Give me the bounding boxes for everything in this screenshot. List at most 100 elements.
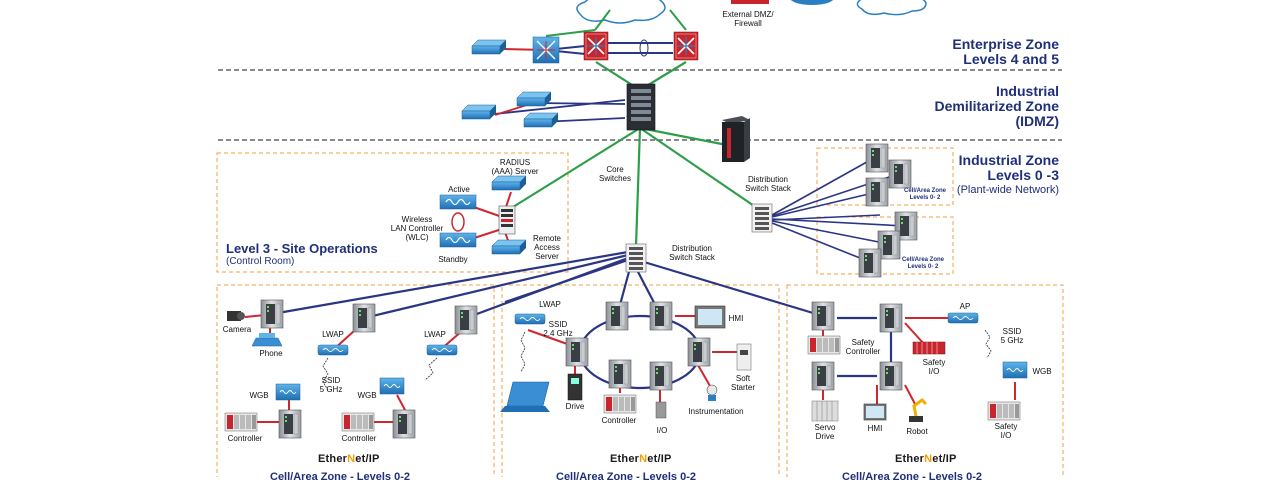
cell-switch-6-icon: [858, 248, 882, 278]
servo-drive-label: Servo Drive: [808, 423, 842, 441]
radius-appliance-icon: [491, 175, 527, 191]
core-line1: Core: [606, 165, 624, 174]
cell-area-tag-1-line1: Cell/Area Zone: [903, 188, 946, 194]
lwap-b-icon: [426, 344, 458, 356]
cz2-switch-d-icon: [687, 337, 711, 367]
instrumentation-icon: [706, 384, 718, 401]
eip-1-part-b: N: [347, 453, 356, 465]
cz3-switch-b-icon: [879, 303, 903, 333]
cz2-switch-b-icon: [649, 301, 673, 331]
cz2-switch-c-icon: [565, 337, 589, 367]
cz1-switch-c-icon: [454, 305, 478, 335]
distribution-switch-center-icon: [625, 243, 647, 273]
soft-starter-line2: Starter: [730, 383, 755, 392]
remote-line1: Remote: [532, 234, 561, 243]
enterprise-links: [502, 9, 687, 57]
internet-cloud: [790, 0, 834, 5]
idmz-firewall-icon: [626, 83, 656, 131]
cz1-switch-a-icon: [260, 299, 284, 329]
enterprise-switch-icon: [532, 36, 560, 64]
wlc-line3: (WLC): [405, 233, 429, 242]
ethernet-ip-logo-3: EtherNet/IP: [895, 453, 957, 465]
wlc-line1: Wireless: [401, 215, 433, 224]
cz2-switch-a-icon: [605, 301, 629, 331]
cz3-switch-d-icon: [879, 361, 903, 391]
soft-starter-line1: Soft: [735, 374, 751, 383]
wgb-b-label: WGB: [357, 391, 377, 400]
cz3-switch-a-icon: [811, 301, 835, 331]
safety-io-label: Safety I/O: [918, 358, 950, 376]
phone-icon: [251, 333, 283, 347]
cell-zone-1-title: Cell/Area Zone - Levels 0-2: [270, 471, 410, 483]
ssid-5ghz-a-line1: SSID: [321, 376, 341, 385]
ssid-24ghz-line1: SSID: [548, 320, 568, 329]
camera-label: Camera: [222, 325, 252, 334]
ethernet-ip-logo-1: EtherNet/IP: [318, 453, 380, 465]
industrial-zone-sub: (Plant-wide Network): [956, 184, 1059, 196]
phone-label: Phone: [259, 349, 283, 358]
external-dmz-label: External DMZ/ Firewall: [716, 10, 780, 28]
ssid-24ghz-label: SSID 2.4 GHz: [540, 320, 576, 338]
cell-area-tag-1-line2: Levels 0- 2: [909, 195, 941, 201]
safety-controller-label: Safety Controller: [838, 338, 888, 356]
eip-3-part-c: et/IP: [932, 453, 957, 465]
hmi-bottom-label: HMI: [867, 424, 883, 433]
core-line2: Switches: [598, 174, 631, 183]
enterprise-zone-label: Enterprise Zone Levels 4 and 5: [900, 37, 1059, 67]
enterprise-zone-title: Enterprise Zone: [952, 36, 1059, 52]
drive-label: Drive: [565, 402, 585, 411]
external-dmz-line2: Firewall: [734, 19, 762, 28]
eip-1-part-c: et/IP: [355, 453, 380, 465]
safety-io-line1: Safety: [922, 358, 946, 367]
wlc-line2: LAN Controller: [390, 224, 444, 233]
robot-icon: [909, 398, 928, 422]
safety-controller-icon: [807, 335, 841, 355]
level3-subtitle: (Control Room): [226, 256, 295, 267]
server-rack-icon: [722, 116, 750, 162]
core-switches-label: Core Switches: [592, 165, 638, 183]
external-dmz-line1: External DMZ/: [722, 10, 774, 19]
radius-server-icon: [498, 205, 516, 235]
wlc-active-icon: [439, 194, 477, 210]
io-module-icon: [655, 401, 667, 419]
eip-2-part-a: Ether: [610, 453, 640, 465]
idmz-switch-bottom-icon: [523, 112, 559, 128]
enterprise-server-icon: [471, 39, 507, 55]
cz2-switch-e-icon: [608, 359, 632, 389]
cell-zone-3-title: Cell/Area Zone - Levels 0-2: [842, 471, 982, 483]
eip-3-part-a: Ether: [895, 453, 925, 465]
enterprise-cloud-left: [576, 0, 666, 24]
lwap-c-label: LWAP: [539, 300, 561, 309]
idmz-switch-top-icon: [516, 91, 552, 107]
ssid-5ghz-b-line2: 5 GHz: [1000, 336, 1024, 345]
distribution-center-label: Distribution Switch Stack: [663, 244, 721, 262]
cell-area-box-2: [816, 216, 954, 275]
hmi-bottom-icon: [863, 403, 887, 421]
ap-icon: [947, 312, 979, 324]
ssid-5ghz-b-label: SSID 5 GHz: [996, 327, 1028, 345]
cell-area-tag-1: Cell/Area Zone Levels 0- 2: [895, 188, 955, 202]
servo-drive-line1: Servo: [814, 423, 836, 432]
controller-a-label: Controller: [227, 434, 263, 443]
cell-area-tag-2-line2: Levels 0- 2: [907, 264, 939, 270]
level3-title: Level 3 - Site Operations: [226, 241, 378, 256]
idmz-server-icon: [461, 104, 497, 120]
wlc-active-label: Active: [448, 185, 470, 194]
remote-access-label: Remote Access Server: [527, 234, 567, 261]
safety-io-icon: [912, 341, 946, 355]
idmz-zone-label: Industrial Demilitarized Zone (IDMZ): [880, 84, 1059, 129]
robot-label: Robot: [906, 427, 928, 436]
lwap-a-label: LWAP: [322, 330, 344, 339]
distribution-right-label: Distribution Switch Stack: [738, 175, 798, 193]
distribution-links: [271, 250, 824, 320]
servo-drive-line2: Drive: [815, 432, 835, 441]
radius-line1: RADIUS: [499, 158, 531, 167]
radius-line2: (AAA) Server: [491, 167, 539, 176]
idmz-line3: (IDMZ): [1015, 113, 1059, 129]
ssid-5ghz-a-line2: 5 GHz: [319, 385, 343, 394]
controller-b-icon: [341, 412, 375, 432]
distribution-right-line2: Switch Stack: [745, 184, 791, 193]
distribution-center-line1: Distribution: [671, 244, 712, 253]
